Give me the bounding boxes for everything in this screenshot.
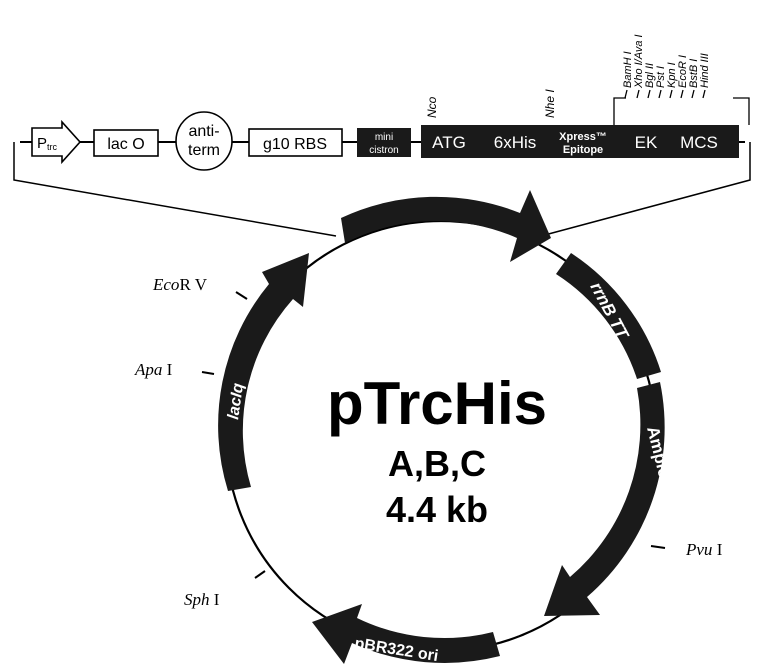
connector-left [13,142,337,237]
ori-feature-arc [312,604,500,664]
mcs-site-psti: Pst I [655,66,667,88]
site-apai: Apa I [134,360,173,379]
mcs-site-bglii: Bgl II [644,63,656,88]
minicistron-label-1: mini [375,132,393,143]
mcs-site-hindiii: Hind III [699,53,711,88]
plasmid-size: 4.4 kb [386,489,488,530]
site-pvui: Pvu I [685,540,723,559]
mcs-site-labels: BamH I Xho I/Ava I Bgl II Pst I Kpn I Ec… [622,34,711,89]
mcs-label: MCS [680,133,718,152]
site-nco: Nco [425,96,439,118]
tick-sphi [254,570,266,579]
tick-ecorv [235,291,248,300]
rrnb-feature-arc [556,253,661,379]
promoter-label: Ptrc [37,135,58,152]
fusion-tag-bar [421,125,739,158]
connector-right [540,142,751,237]
ek-label: EK [635,133,658,152]
his-tag-label: 6xHis [494,133,537,152]
site-sphi: Sph I [184,590,220,609]
plasmid-variants: A,B,C [388,443,486,484]
tick-apai [201,371,215,375]
rbs-label: g10 RBS [263,136,327,153]
laciq-label: lacIq [225,382,247,421]
tick-pvui [650,545,666,549]
plasmid-name: pTrcHis [327,370,547,437]
cassette-feature-arc [341,190,551,262]
lac-operator-box [93,129,159,157]
ampicillin-feature-arc [544,382,665,616]
minicistron-box [357,128,411,157]
mcs-site-bamhi: BamH I [622,51,634,88]
lac-operator-label: lac O [107,136,144,153]
site-ecorv: EcoR V [152,275,208,294]
xpress-label-2: Epitope [563,144,603,156]
mcs-site-xhoi: Xho I/Ava I [633,34,645,89]
antiterminator-circle [175,111,233,171]
xpress-label-1: Xpress™ [559,131,607,143]
laciq-feature-arc [218,253,309,491]
antiterminator-label-2: term [188,142,220,159]
site-nhe: Nhe I [543,89,557,118]
promoter-arrow [31,119,82,165]
atg-label: ATG [432,133,466,152]
mcs-site-kpni: Kpn I [666,62,678,88]
mcs-site-bstbi: BstB I [688,59,700,88]
mcs-site-ecori: EcoR I [677,55,689,88]
minicistron-label-2: cistron [369,145,398,156]
mcs-bracket [613,89,750,125]
plasmid-circle: rrnB TT Ampicillin pBR322 ori lacIq EcoR… [134,190,723,665]
expression-cassette: Ptrc lac O anti- term g10 RBS mini cistr… [13,34,751,237]
rbs-box [248,128,343,157]
antiterminator-label-1: anti- [188,123,219,140]
